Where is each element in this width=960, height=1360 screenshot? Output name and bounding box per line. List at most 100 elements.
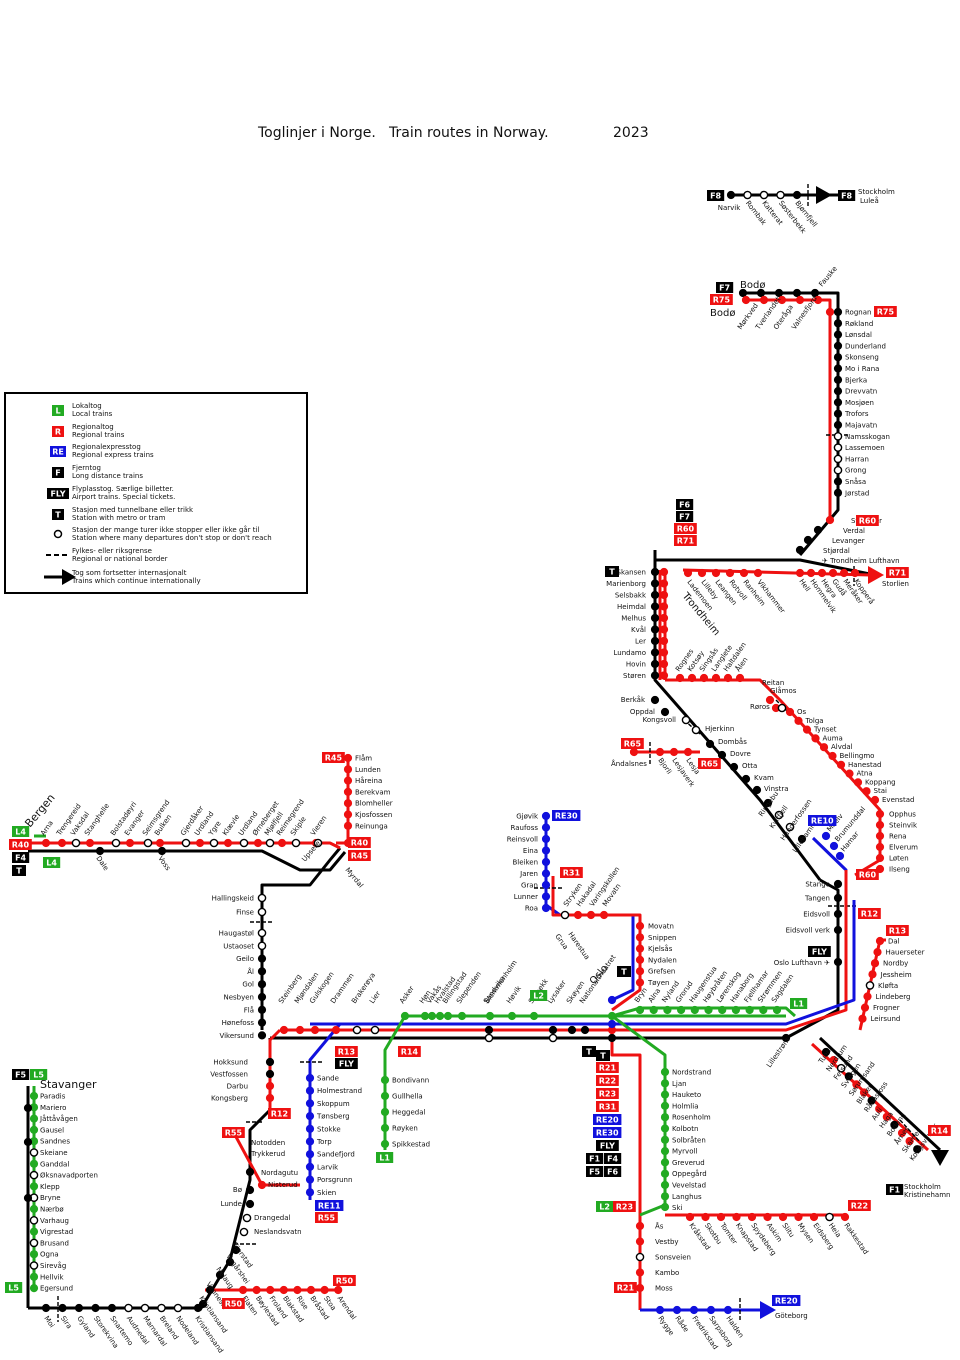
kongs-4[interactable] xyxy=(852,1080,861,1089)
kongs-1[interactable] xyxy=(829,1056,838,1065)
sorland-w-2[interactable] xyxy=(74,1303,84,1313)
randsfjord-1[interactable] xyxy=(265,1069,275,1079)
bergen-11[interactable] xyxy=(195,838,205,848)
west-oslo-17[interactable] xyxy=(295,1025,305,1035)
ostfold-b-1[interactable] xyxy=(672,1305,682,1315)
r13-0[interactable] xyxy=(875,936,885,946)
roros-b-0[interactable] xyxy=(785,707,795,717)
r13-3[interactable] xyxy=(868,970,877,979)
kongs-3[interactable] xyxy=(844,1072,853,1081)
roros-b-4[interactable] xyxy=(819,743,829,752)
ski-g[interactable] xyxy=(660,1202,670,1212)
ostfold-l-9[interactable] xyxy=(660,1169,670,1178)
randsfjord-0[interactable] xyxy=(265,1057,275,1067)
nordland-top-r-0[interactable] xyxy=(741,295,751,305)
trd-west-6[interactable] xyxy=(650,636,660,646)
gjovik-s-5[interactable] xyxy=(635,978,645,987)
arendal-2[interactable] xyxy=(266,1285,275,1295)
hoved-0[interactable] xyxy=(635,1005,645,1015)
nordland-station-0[interactable] xyxy=(833,307,843,317)
kongs-12[interactable] xyxy=(913,1145,922,1154)
sorland-w-5[interactable] xyxy=(124,1303,133,1313)
nordland-station-1[interactable] xyxy=(833,319,843,328)
lunde[interactable] xyxy=(245,1199,255,1209)
nordland-station-14[interactable] xyxy=(833,465,843,475)
roros-b-3[interactable] xyxy=(811,734,820,743)
sorland-e-2[interactable] xyxy=(215,1270,225,1280)
nordland-station-7[interactable] xyxy=(833,387,843,396)
hoved-9[interactable] xyxy=(759,1005,768,1015)
roros-b-8[interactable] xyxy=(853,778,863,787)
sandvika-b[interactable] xyxy=(484,1033,494,1043)
dovre-hjerkinn[interactable] xyxy=(691,725,701,735)
gjovik-2[interactable] xyxy=(541,834,551,844)
roros-c-4[interactable] xyxy=(875,853,885,863)
spikk-3[interactable] xyxy=(380,1123,390,1133)
bergen-east-2[interactable] xyxy=(257,928,267,938)
hoved-1[interactable] xyxy=(649,1005,658,1015)
trd-west-4[interactable] xyxy=(650,613,660,623)
vestfold-7[interactable] xyxy=(305,1162,315,1172)
trd-west-r-9[interactable] xyxy=(659,671,669,680)
gjovik-s-0[interactable] xyxy=(635,921,645,931)
bergen-east-4[interactable] xyxy=(257,954,267,963)
arendal-7[interactable] xyxy=(334,1285,343,1295)
meraker-r-4[interactable] xyxy=(839,568,849,578)
meraker-r-0[interactable] xyxy=(795,568,805,578)
dovre-e-1[interactable] xyxy=(833,893,843,903)
trd-east-0[interactable] xyxy=(683,568,693,578)
jaeren-14[interactable] xyxy=(29,1250,39,1259)
west-oslo-0[interactable] xyxy=(400,1011,410,1021)
roros-c-2[interactable] xyxy=(875,831,885,841)
roros-a-0[interactable] xyxy=(675,673,685,683)
bergen-2[interactable] xyxy=(71,838,81,848)
ostfold-l-8[interactable] xyxy=(660,1158,670,1167)
bergen-1[interactable] xyxy=(57,838,67,848)
roros-b-7[interactable] xyxy=(845,769,854,778)
sorland-w-4[interactable] xyxy=(107,1303,117,1313)
dovre-vinstra[interactable] xyxy=(752,785,762,795)
trd-west-r-8[interactable] xyxy=(659,659,669,669)
bergen-16[interactable] xyxy=(265,838,275,848)
meraker-r-5[interactable] xyxy=(850,568,860,578)
ostfold-l-11[interactable] xyxy=(660,1192,670,1201)
ostfold-r-3[interactable] xyxy=(635,1268,645,1277)
roros-b-9[interactable] xyxy=(862,787,871,796)
nordland-station-12[interactable] xyxy=(833,443,843,452)
gjovik-5[interactable] xyxy=(541,869,551,878)
west-oslo-1[interactable] xyxy=(420,1011,430,1021)
trd-west-r-5[interactable] xyxy=(659,625,669,634)
gjovik-s-4[interactable] xyxy=(635,967,645,976)
arendal-1[interactable] xyxy=(252,1285,261,1295)
spikk-4[interactable] xyxy=(380,1139,390,1149)
dovre-0[interactable] xyxy=(650,695,660,705)
dovre-s-0[interactable] xyxy=(763,798,773,808)
roros-a-2[interactable] xyxy=(699,673,709,683)
bergen-0[interactable] xyxy=(41,838,51,848)
west-oslo-7[interactable] xyxy=(507,1011,517,1021)
west-oslo-11[interactable] xyxy=(548,1025,558,1035)
nisterud[interactable] xyxy=(257,1180,267,1190)
ostre-9[interactable] xyxy=(825,1212,834,1222)
vestfold-9[interactable] xyxy=(305,1188,315,1197)
ostfold-l-6[interactable] xyxy=(660,1135,670,1144)
west-oslo-13[interactable] xyxy=(370,1025,380,1035)
roros-b-10[interactable] xyxy=(870,795,880,805)
ostre-10[interactable] xyxy=(840,1212,850,1222)
ostfold-b-4[interactable] xyxy=(723,1305,733,1315)
trd-east-2[interactable] xyxy=(711,568,721,578)
bergen-10[interactable] xyxy=(181,838,191,848)
roros-a-3[interactable] xyxy=(711,673,721,683)
lillestrom[interactable] xyxy=(781,1033,791,1043)
hoved-6[interactable] xyxy=(718,1005,727,1015)
flam-1[interactable] xyxy=(343,765,353,774)
spikk-0[interactable] xyxy=(380,1075,390,1085)
ostfold-r-1[interactable] xyxy=(635,1237,645,1246)
bergen-13[interactable] xyxy=(223,838,233,848)
vestfold-4[interactable] xyxy=(305,1124,315,1133)
trd-west-8[interactable] xyxy=(650,659,660,669)
gjovik-s-1[interactable] xyxy=(635,933,645,942)
kongs-10[interactable] xyxy=(897,1128,907,1138)
bergen-east-8[interactable] xyxy=(257,1005,267,1014)
rauma-0[interactable] xyxy=(629,747,639,757)
